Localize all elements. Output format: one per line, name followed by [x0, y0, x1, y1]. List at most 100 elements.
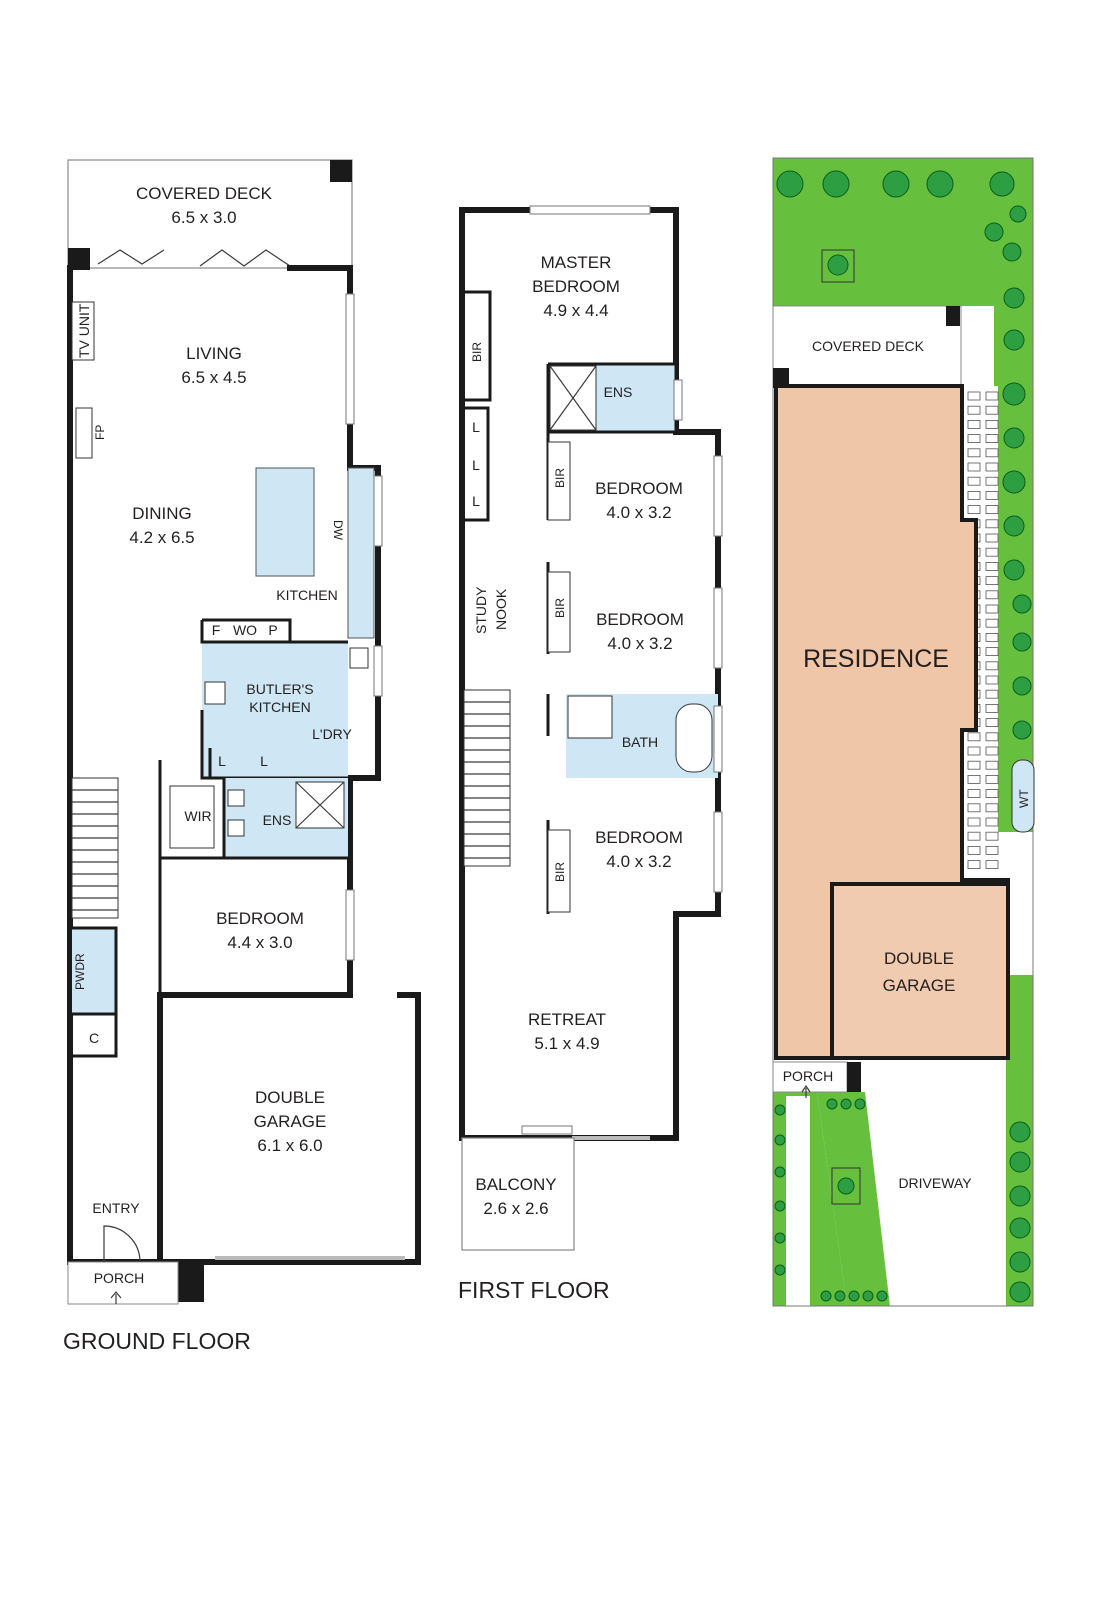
paver — [985, 775, 999, 784]
site-trees — [774, 170, 1032, 1303]
shower-screen — [295, 781, 345, 829]
paver — [985, 519, 999, 529]
bedroom2-window — [713, 455, 723, 537]
tree-icon — [834, 1290, 846, 1302]
cooktop — [204, 681, 226, 705]
paver — [967, 860, 981, 869]
paver — [967, 391, 981, 401]
tree-icon — [1009, 1185, 1031, 1207]
paver — [967, 846, 981, 855]
tree-icon — [1009, 1251, 1031, 1273]
fixture-label: WO — [233, 622, 257, 638]
tree-icon — [1012, 632, 1032, 652]
first-ensuite-window — [673, 379, 683, 421]
paver — [985, 803, 999, 813]
room-size: 6.5 x 3.0 — [171, 208, 236, 227]
site-covered-deck — [772, 305, 962, 387]
master-window — [529, 205, 651, 215]
site-label: DOUBLE — [884, 949, 954, 968]
paver — [967, 831, 981, 841]
paver — [985, 647, 999, 656]
tree-icon — [774, 1232, 786, 1244]
room-label: ENS — [604, 384, 633, 400]
tv-unit — [71, 301, 95, 361]
tree-icon — [774, 1264, 786, 1276]
room-label: GARAGE — [254, 1112, 327, 1131]
paver — [985, 562, 999, 571]
tree-icon — [776, 170, 804, 198]
tree-icon — [826, 1098, 838, 1110]
room-label: KITCHEN — [276, 587, 337, 603]
paver — [967, 462, 981, 472]
bedroom4-bir — [547, 829, 571, 913]
paver — [967, 434, 981, 444]
paver — [985, 789, 999, 798]
room-label: PORCH — [94, 1270, 145, 1286]
tree-icon — [926, 170, 954, 198]
bifold-door-left — [97, 249, 165, 265]
tree-icon — [876, 1290, 888, 1302]
site-label: DRIVEWAY — [898, 1175, 972, 1191]
bedroom3-window — [713, 587, 723, 669]
paver — [985, 462, 999, 472]
tree-icon — [862, 1290, 874, 1302]
room-label: BEDROOM — [595, 479, 683, 498]
bedroom4-window — [713, 811, 723, 893]
room-label: MASTER — [541, 253, 612, 272]
floor-title: FIRST FLOOR — [458, 1277, 610, 1303]
bedroom2-bir — [547, 441, 571, 521]
path-south — [786, 1096, 810, 1306]
tree-icon — [1002, 242, 1022, 262]
fixture-label: BIR — [470, 342, 484, 362]
site-post — [946, 306, 960, 326]
paver — [985, 604, 999, 614]
driveway-surface — [862, 1064, 1006, 1306]
paver — [967, 746, 981, 756]
fixture-label: F — [212, 622, 221, 638]
fixture-label: L — [472, 457, 480, 473]
fixture-label: FP — [93, 425, 107, 440]
retreat-window — [521, 1125, 573, 1135]
room-label: LIVING — [186, 344, 242, 363]
pantry-walls — [202, 618, 292, 642]
room-label: RETREAT — [528, 1010, 606, 1029]
room-label: BEDROOM — [532, 277, 620, 296]
room-label: C — [89, 1030, 99, 1046]
water-tank — [1011, 759, 1035, 833]
room-label: BATH — [622, 734, 658, 750]
room-label: DINING — [132, 504, 192, 523]
laundry-window — [373, 645, 383, 697]
deck-post — [330, 160, 352, 182]
paver — [985, 760, 999, 770]
tree-icon — [1009, 1217, 1031, 1239]
bath-shower — [567, 695, 613, 739]
tree-icon — [854, 1098, 866, 1110]
room-label: DOUBLE — [255, 1088, 325, 1107]
tree-icon — [848, 1290, 860, 1302]
first-floor-labels: MASTER BEDROOM 4.9 x 4.4 ENS BEDROOM 4.0… — [458, 253, 684, 1303]
paver — [967, 732, 981, 742]
paver — [967, 505, 981, 515]
tree-icon — [827, 254, 849, 276]
paver — [985, 675, 999, 685]
tree-icon — [1009, 1281, 1031, 1303]
room-label: BEDROOM — [595, 828, 683, 847]
tree-icon — [1003, 329, 1025, 351]
paver — [985, 405, 999, 415]
room-label: BALCONY — [475, 1175, 556, 1194]
deck-post — [68, 248, 90, 270]
balcony-outline — [461, 1137, 575, 1251]
paver — [985, 391, 999, 401]
tree-icon — [1012, 720, 1032, 740]
room-label: PWDR — [73, 953, 87, 990]
sink — [349, 647, 369, 669]
covered-deck-outline — [67, 159, 353, 269]
tree-icon — [774, 1200, 786, 1212]
room-size: 5.1 x 4.9 — [534, 1034, 599, 1053]
room-label: KITCHEN — [249, 699, 310, 715]
fixture-label: L — [218, 753, 226, 769]
fixture-label: BIR — [553, 468, 567, 488]
paver — [967, 775, 981, 784]
paver — [985, 661, 999, 671]
ground-floor-labels: COVERED DECK 6.5 x 3.0 LIVING 6.5 x 4.5 … — [63, 184, 353, 1354]
